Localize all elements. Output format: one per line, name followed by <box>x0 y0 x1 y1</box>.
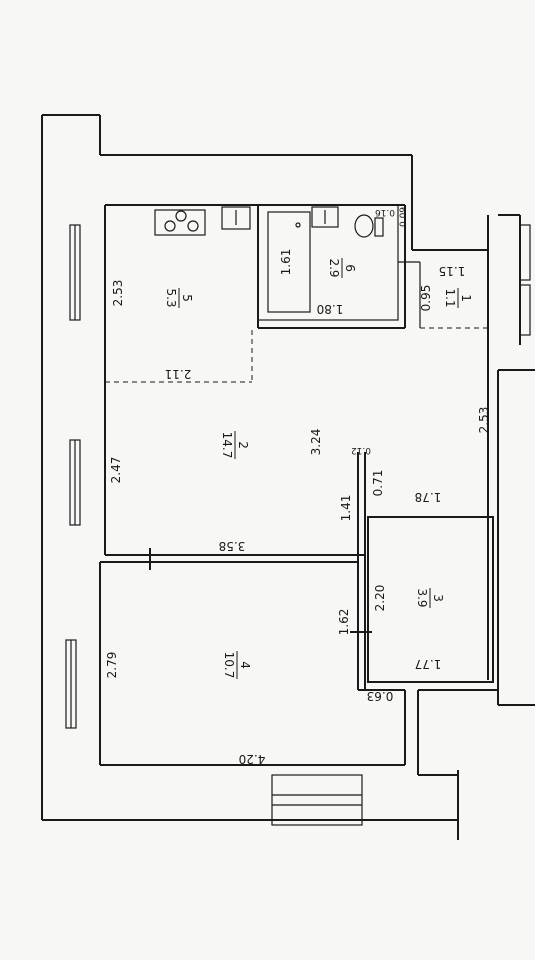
dim-3-58: 3.58 <box>219 539 246 553</box>
room-6-number: 6 <box>343 264 357 272</box>
stove-burner-icon <box>175 210 187 222</box>
dim-2-47: 2.47 <box>109 457 123 484</box>
dim-2-79: 2.79 <box>105 652 119 679</box>
dim-2-20: 2.20 <box>373 585 387 612</box>
dim-0-95: 0.95 <box>419 285 433 312</box>
room-2-area: 14.7 <box>220 432 234 459</box>
dim-1-41: 1.41 <box>339 495 353 522</box>
room-1-area: 1.1 <box>443 288 457 307</box>
dim-3-24: 3.24 <box>309 429 323 456</box>
room-2-number: 2 <box>236 441 250 449</box>
dim-0-09: 0.09 <box>399 207 409 227</box>
bathtub-icon <box>267 211 311 313</box>
dim-0-16: 0.16 <box>375 207 395 217</box>
dim-0-12: 0.12 <box>351 445 371 455</box>
room-5-number: 5 <box>180 294 194 302</box>
room-4-area: 10.7 <box>222 652 236 679</box>
stove-burner-icon <box>187 220 199 232</box>
dim-1-61: 1.61 <box>279 249 293 276</box>
room-5-area: 5.3 <box>164 288 178 307</box>
dim-2-53-kitchen: 2.53 <box>111 280 125 307</box>
dim-1-78: 1.78 <box>415 490 442 504</box>
room-6-area: 2.9 <box>327 258 341 277</box>
dim-2-11: 2.11 <box>165 367 192 381</box>
room-labels: 1 1.1 2 14.7 3 3.9 4 10.7 5 5.3 6 2.9 <box>164 258 473 679</box>
fixtures <box>154 206 384 313</box>
toilet-icon <box>354 214 374 238</box>
room-3-number: 3 <box>431 594 445 602</box>
dimension-labels: 0.09 1.61 0.95 2.53 3.24 2.53 0.71 2.47 … <box>105 207 491 766</box>
dim-1-80: 1.80 <box>317 302 344 316</box>
dim-4-20: 4.20 <box>239 752 266 766</box>
windows <box>65 224 531 826</box>
room-3-area: 3.9 <box>415 588 429 607</box>
dim-0-71: 0.71 <box>371 470 385 497</box>
inner-walls <box>99 204 494 766</box>
dim-2-53-hall: 2.53 <box>477 407 491 434</box>
dim-1-77: 1.77 <box>415 657 442 671</box>
kitchen-sink-icon <box>221 206 251 230</box>
dim-1-62: 1.62 <box>337 609 351 636</box>
room-1-number: 1 <box>459 294 473 302</box>
stove-burner-icon <box>164 220 176 232</box>
stove-icon <box>154 209 206 236</box>
dim-0-63: 0.63 <box>367 689 394 703</box>
room-4-number: 4 <box>238 661 252 669</box>
dim-1-15: 1.15 <box>439 264 466 278</box>
bathroom-sink-icon <box>311 206 339 228</box>
